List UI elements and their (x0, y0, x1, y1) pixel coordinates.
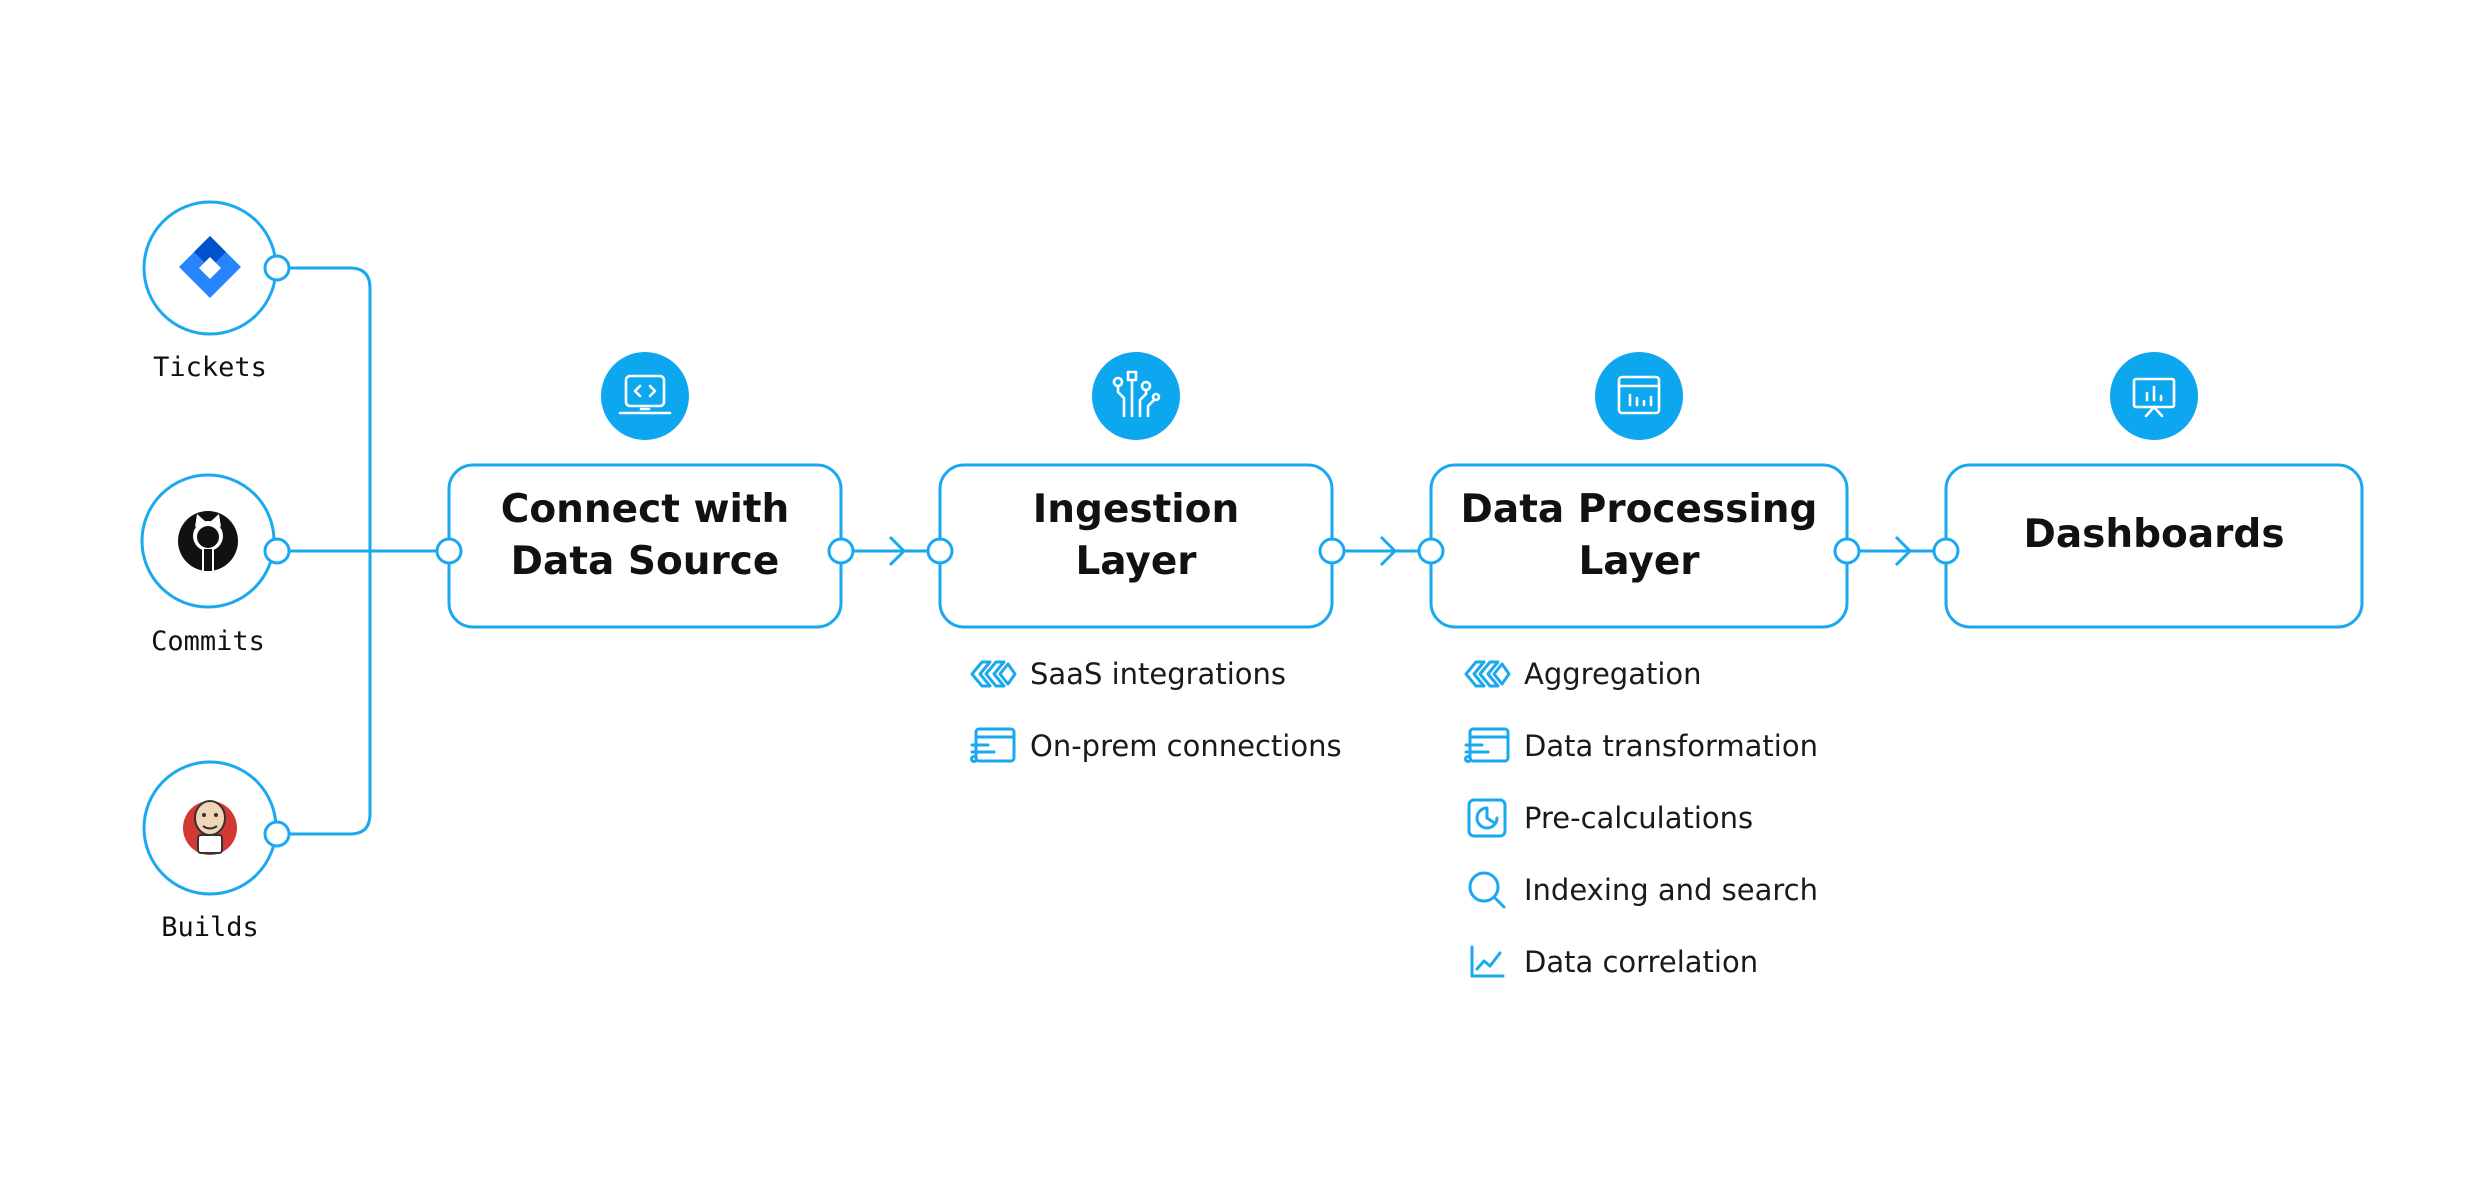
server-window-icon (968, 724, 1018, 768)
stage-badge-ingestion (1092, 352, 1180, 440)
server-window-icon (1462, 724, 1512, 768)
feature-on-prem-connections: On-prem connections (968, 724, 1342, 768)
port-tickets (263, 254, 291, 282)
gauge-icon (1462, 796, 1512, 840)
stage-badge-connect (601, 352, 689, 440)
feature-label: Indexing and search (1524, 873, 1819, 907)
feature-aggregation: Aggregation (1462, 652, 1702, 696)
arrow-connect-to-ingestion (841, 535, 940, 567)
source-connector-tickets (277, 266, 372, 531)
line-chart-icon (1462, 940, 1512, 984)
feature-label: On-prem connections (1030, 729, 1342, 763)
feature-label: Pre-calculations (1524, 801, 1754, 835)
arrow-ingestion-to-processing (1332, 535, 1431, 567)
source-label-tickets: Tickets (153, 352, 267, 383)
github-icon (178, 511, 238, 571)
arrow-processing-to-dashboards (1847, 535, 1946, 567)
stage-title-processing: Data Processing Layer (1460, 487, 1818, 584)
feature-label: Aggregation (1524, 657, 1702, 691)
port-commits (263, 537, 291, 565)
feature-label: Data transformation (1524, 729, 1818, 763)
feature-label: Data correlation (1524, 945, 1759, 979)
jenkins-icon (183, 800, 237, 855)
stage-badge-processing (1595, 352, 1683, 440)
source-connector-builds (277, 531, 372, 836)
feature-saas-integrations: SaaS integrations (968, 652, 1286, 696)
presentation-board-icon (2132, 377, 2176, 418)
stage-ports (435, 537, 1960, 565)
feature-data-correlation: Data correlation (1462, 940, 1758, 984)
jira-icon (179, 236, 241, 298)
browser-chart-icon (1617, 375, 1661, 415)
circuit-icon (1112, 370, 1161, 418)
port-builds (263, 820, 291, 848)
stage-title-connect: Connect with Data Source (500, 487, 790, 584)
feature-pre-calculations: Pre-calculations (1462, 796, 1753, 840)
source-label-builds: Builds (161, 912, 259, 943)
source-label-commits: Commits (151, 626, 265, 657)
stage-title-ingestion: Ingestion Layer (1032, 487, 1240, 584)
feature-label: SaaS integrations (1030, 657, 1286, 691)
feature-indexing-and-search: Indexing and search (1462, 868, 1818, 912)
chevrons-icon (968, 652, 1018, 696)
stage-title-dashboards: Dashboards (2023, 512, 2285, 557)
feature-data-transformation: Data transformation (1462, 724, 1818, 768)
chevrons-icon (1462, 652, 1512, 696)
magnifier-icon (1462, 868, 1512, 912)
laptop-code-icon (618, 374, 672, 415)
